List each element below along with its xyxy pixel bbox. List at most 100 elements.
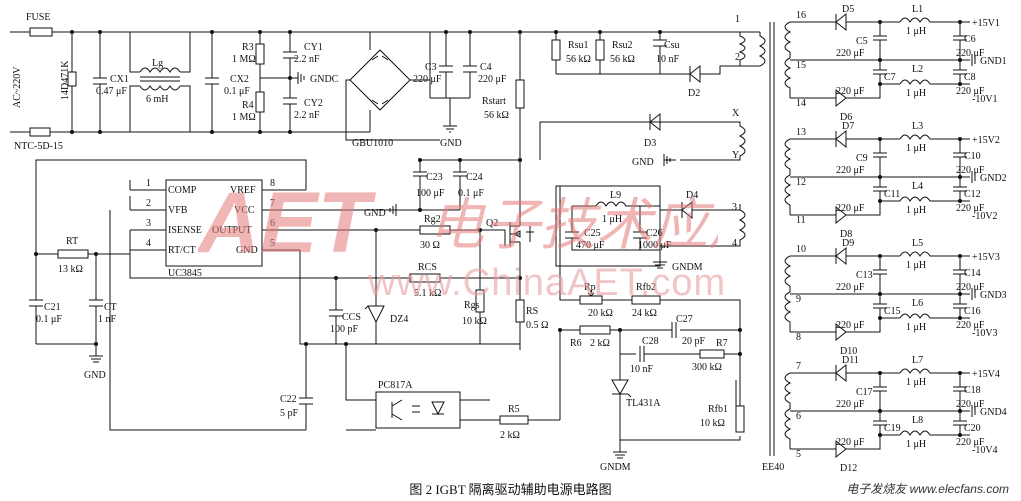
- resistor-rfb2: [631, 295, 661, 305]
- rg2-value: 30 Ω: [420, 240, 440, 251]
- transformer-label: EE40: [762, 462, 784, 473]
- varistor: [67, 71, 77, 87]
- output-3-vout-negative: -10V3: [972, 328, 998, 339]
- r3-value: 1 MΩ: [232, 54, 256, 65]
- resistor-r4: [255, 91, 265, 113]
- output-2-cap-d: C12: [964, 189, 981, 200]
- c27-name: C27: [676, 314, 693, 325]
- output-4-inductor-bottom-value: 1 μH: [906, 439, 926, 450]
- output-4-cap-d-value: 220 μF: [956, 437, 985, 448]
- output-3-cap-b: C14: [964, 268, 981, 279]
- gnd-aux-label: GND: [632, 157, 654, 168]
- output-4-inductor-top-value: 1 μH: [906, 377, 926, 388]
- output-3-pin-top: 10: [796, 244, 806, 255]
- rgs-name: Rgs: [464, 300, 480, 311]
- pin-rtct: RT/CT: [168, 245, 196, 256]
- output-3-cap-d: C16: [964, 306, 981, 317]
- output-2-cap-c: C11: [884, 189, 900, 200]
- l9-value: 1 μH: [602, 214, 622, 225]
- output-3-diode-top: D9: [842, 238, 854, 249]
- output-4-vout-positive: +15V4: [972, 369, 1000, 380]
- rfb1-value: 10 kΩ: [700, 418, 725, 429]
- pin-n1: 1: [146, 178, 151, 189]
- r3-name: R3: [242, 42, 254, 53]
- csu-name: Csu: [664, 40, 680, 51]
- piny-label: Y: [732, 150, 739, 161]
- output-2-inductor-bottom-value: 1 μH: [906, 205, 926, 216]
- pin-n4: 4: [146, 238, 151, 249]
- output-1-cap-d: C8: [964, 72, 976, 83]
- q2-label: Q2: [486, 218, 498, 229]
- r7-value: 300 kΩ: [692, 362, 722, 373]
- ccs-value: 100 pF: [330, 324, 359, 335]
- output-3-cap-a-value: 220 μF: [836, 282, 865, 293]
- ct-value: 1 nF: [98, 314, 117, 325]
- gnd-ic-label: GND: [84, 370, 106, 381]
- output-3-pin-mid: 9: [796, 294, 801, 305]
- c22-value: 5 pF: [280, 408, 299, 419]
- rt-value: 13 kΩ: [58, 264, 83, 275]
- output-2-cap-b-value: 220 μF: [956, 165, 985, 176]
- rstart-value: 56 kΩ: [484, 110, 509, 121]
- gnd-vcc-label: GND: [364, 208, 386, 219]
- rectifier-section: GBU1010 C3 220 μF C4 220 μF GND Rstart 5…: [345, 30, 740, 162]
- output-3-pin-bottom: 8: [796, 332, 801, 343]
- output-2-pin-mid: 12: [796, 177, 806, 188]
- rsu1-name: Rsu1: [568, 40, 589, 51]
- c23-name: C23: [426, 172, 443, 183]
- output-2-pin-bottom: 11: [796, 215, 806, 226]
- output-4-pin-top: 7: [796, 361, 801, 372]
- c3-name: C3: [425, 62, 437, 73]
- resistor-rsu2: [595, 39, 605, 61]
- output-2-cap-c-value: 220 μF: [836, 203, 865, 214]
- potentiometer-rp: [579, 295, 603, 305]
- rs-name: RS: [526, 306, 538, 317]
- input-filter-section: FUSE NTC-5D-15 AC~220V 14D471K CX1 0.47 …: [10, 12, 370, 152]
- figure-caption: 图 2 IGBT 隔离驱动辅助电源电路图: [409, 482, 612, 497]
- rt-name: RT: [66, 236, 78, 247]
- output-4-pin-bottom: 5: [796, 449, 801, 460]
- output-1-output-ground: GND1: [980, 56, 1007, 67]
- output-4-cap-b: C18: [964, 385, 981, 396]
- output-1-inductor-bottom: L2: [912, 64, 923, 75]
- output-1-vout-positive: +15V1: [972, 18, 1000, 29]
- rp-value: 20 kΩ: [588, 308, 613, 319]
- tl431-label: TL431A: [626, 398, 661, 409]
- pin-n3: 3: [146, 218, 151, 229]
- output-3-inductor-top: L5: [912, 238, 923, 249]
- output-2-vout-positive: +15V2: [972, 135, 1000, 146]
- csu-value: 10 nF: [656, 54, 680, 65]
- pin-gnd: GND: [236, 245, 258, 256]
- c4-value: 220 μF: [478, 74, 507, 85]
- rfb1-name: Rfb1: [708, 404, 728, 415]
- output-1-pin-top: 16: [796, 10, 806, 21]
- output-1-inductor-top: L1: [912, 4, 923, 15]
- output-1-vout-negative: -10V1: [972, 94, 998, 105]
- output-3-diode-bottom: D10: [840, 346, 857, 357]
- output-2-inductor-top-value: 1 μH: [906, 143, 926, 154]
- d4-label: D4: [686, 190, 698, 201]
- lg-value: 6 mH: [146, 94, 169, 105]
- output-1-cap-b-value: 220 μF: [956, 48, 985, 59]
- output-3-output-ground: GND3: [980, 290, 1007, 301]
- r5-value: 2 kΩ: [500, 430, 520, 441]
- resistor-rs: [515, 299, 525, 323]
- output-3-cap-b-value: 220 μF: [956, 282, 985, 293]
- output-4-cap-a: C17: [856, 387, 873, 398]
- cy1-value: 2.2 nF: [294, 54, 320, 65]
- resistor-rstart: [515, 79, 525, 109]
- ac-input-label: AC~220V: [12, 66, 23, 108]
- cx2-name: CX2: [230, 74, 249, 85]
- resistor-r5: [499, 415, 529, 425]
- optocoupler-pc817a: [375, 391, 461, 429]
- ic-uc3845: [165, 179, 263, 267]
- l9-name: L9: [610, 190, 621, 201]
- rsu2-value: 56 kΩ: [610, 54, 635, 65]
- pin4-label: 4: [732, 238, 737, 249]
- output-3-cap-d-value: 220 μF: [956, 320, 985, 331]
- output-2-pin-top: 13: [796, 127, 806, 138]
- pc817-label: PC817A: [378, 380, 413, 391]
- common-mode-choke: [129, 32, 191, 132]
- output-4-diode-bottom: D12: [840, 463, 857, 474]
